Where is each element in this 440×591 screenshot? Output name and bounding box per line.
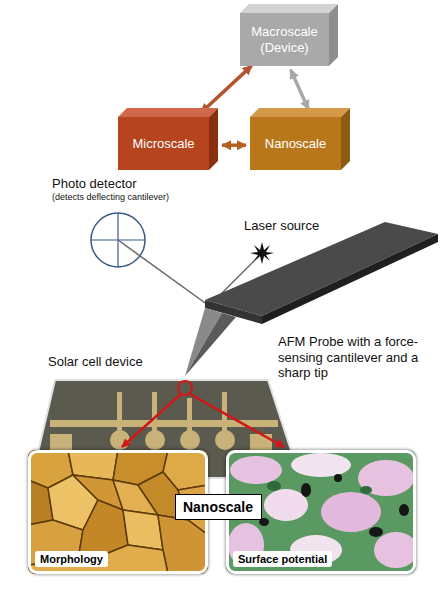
annotation-label: Photo detector [52,176,137,192]
annotation-label: (detects deflecting cantilever) [52,192,169,203]
scale-box: Nanoscale [250,108,350,170]
probe-spot [178,381,192,395]
scale-label: Macroscale (Device) [244,24,325,55]
box-front [240,13,329,66]
scale-box: Microscale [118,108,218,170]
scale-label: Microscale [132,136,194,152]
annotation-label: Solar cell device [48,354,143,370]
annotation-label: AFM Probe with a force-sensing cantileve… [278,334,436,381]
scale-link-arrow [222,143,246,147]
box-top [250,108,350,117]
panel-caption: Morphology [35,551,108,567]
box-side [341,108,350,170]
box-top [118,108,218,117]
laser-star [250,242,274,264]
scale-label: Nanoscale [183,499,253,515]
scale-label-box: Nanoscale [175,494,262,520]
scale-box: Macroscale (Device) [240,4,338,66]
scale-link-arrow [201,66,252,113]
panel-caption: Surface potential [233,551,332,567]
annotation-label: Laser source [244,218,319,234]
box-front [250,117,341,170]
box-side [209,108,218,170]
box-top [240,4,338,13]
box-front [118,117,209,170]
box-side [329,4,338,66]
zoom-arrow [190,394,284,447]
zoom-arrow [122,394,181,447]
reflected-beam [118,240,208,305]
scale-link-arrow [291,70,309,110]
scale-label: Nanoscale [265,136,326,152]
